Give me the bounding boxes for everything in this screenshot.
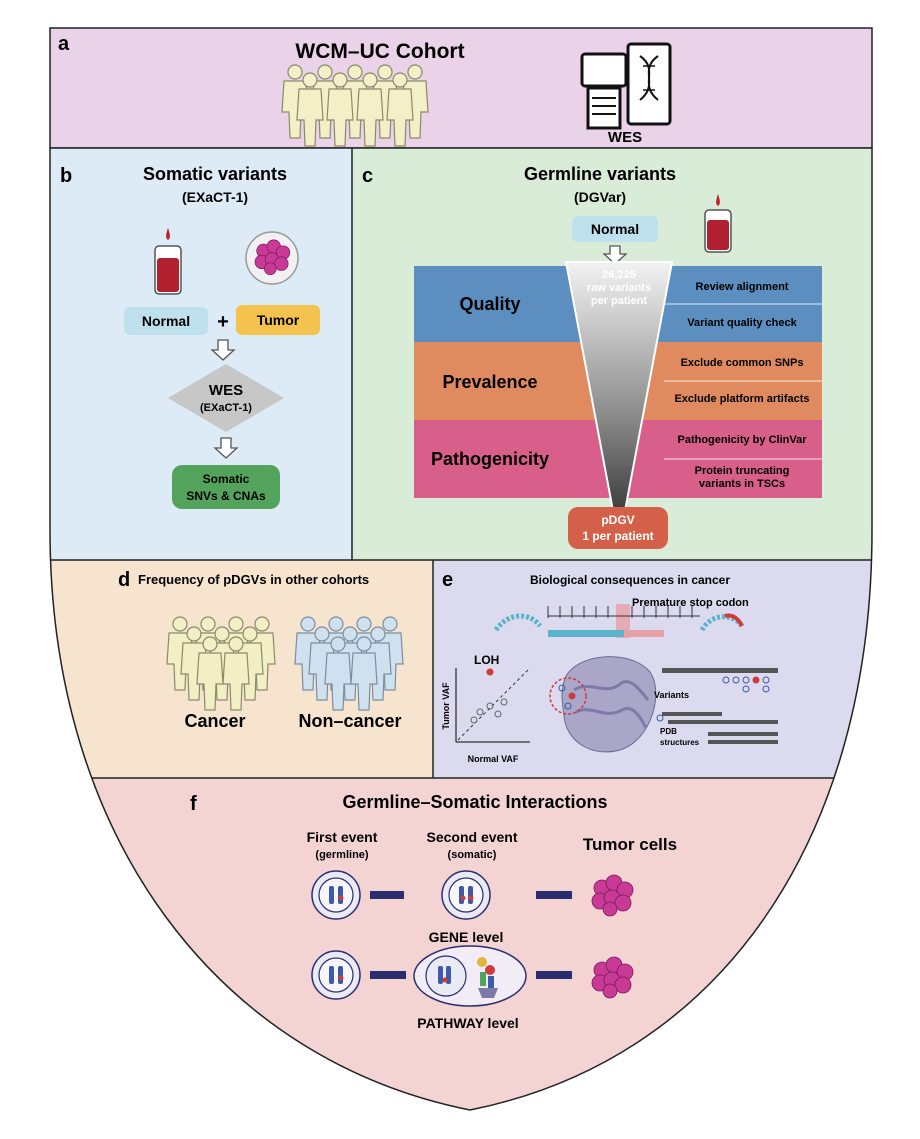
arrow-down-icon [210,339,236,361]
stop-codon-label: Premature stop codon [632,597,749,609]
panel-b-letter: b [60,165,72,187]
wes-diamond [168,364,284,432]
panel-e-background [433,560,872,778]
panel-f-letter: f [190,793,197,815]
mrna-right-icon [699,614,745,632]
panel-a: a WCM–UC Cohort WES [49,27,873,149]
germline-normal-box [572,216,658,242]
panel-c-subtitle: (DGVar) [574,189,626,205]
cancer-label: Cancer [184,711,245,731]
panel-e-letter: e [442,569,453,591]
funnel-raw-variants: raw variants [587,282,651,294]
shield-outline [49,147,873,1111]
wes-diamond-sublabel: (EXaCT-1) [200,402,252,414]
loh-point [486,668,494,676]
stage-pathogenicity-label: Pathogenicity [431,449,549,469]
panel-a-title: WCM–UC Cohort [295,40,464,63]
panel-c: c Germline variants (DGVar) Normal 26,22… [362,164,822,549]
step-review-alignment: Review alignment [696,281,789,293]
germline-cell-icon [311,950,361,1000]
stage-quality-label: Quality [459,294,520,314]
arrow-down-icon [602,245,628,265]
vaf-scatter-plot [455,668,530,743]
panel-e-title: Biological consequences in cancer [530,573,730,587]
panel-b-subtitle: (EXaCT-1) [182,189,248,205]
computer-sequencer-icon [580,42,672,130]
pdb-label: PDB [660,727,677,736]
pdgv-result-box [568,507,668,549]
panel-c-letter: c [362,165,373,187]
panel-b: b Somatic variants (EXaCT-1) Normal + Tu… [60,164,320,509]
somatic-result-box [172,465,280,509]
mrna-left-icon [493,613,543,632]
first-event-sublabel: (germline) [315,849,369,861]
protein-domain-bar [548,630,658,637]
protein-structure-icon [549,656,664,753]
arrow-right-icon [536,891,572,899]
tumor-cells-label: Tumor cells [583,835,677,854]
gene-level-label: GENE level [429,929,504,945]
panel-e: e Biological consequences in cancer Prem… [441,569,778,764]
panel-a-letter: a [58,33,70,55]
germline-cell-icon [311,870,361,920]
arrow-right-icon [370,971,406,979]
wes-label: WES [608,129,642,146]
stop-codon-highlight [616,604,630,638]
arrow-down-icon [213,437,239,459]
panel-f: f Germline–Somatic Interactions First ev… [190,792,677,1031]
somatic-result-line2: SNVs & CNAs [186,489,266,503]
panel-f-title: Germline–Somatic Interactions [342,792,607,812]
wes-diamond-label: WES [209,382,243,399]
tumor-vaf-axis-label: Tumor VAF [441,682,451,730]
second-event-label: Second event [426,829,517,845]
noncancer-label: Non–cancer [298,711,401,731]
variants-label: Variants [654,690,689,700]
plus-sign: + [217,311,229,333]
funnel-count: 26,225 [602,269,636,281]
normal-sample-label: Normal [142,313,190,329]
somatic-cell-icon [441,870,491,920]
arrow-right-icon [536,971,572,979]
panel-d-title: Frequency of pDGVs in other cohorts [138,572,369,587]
germline-normal-label: Normal [591,221,639,237]
tumor-sample-icon [245,231,299,285]
pdgv-result-line1: pDGV [601,513,634,527]
somatic-result-line1: Somatic [203,472,250,486]
pathway-level-label: PATHWAY level [417,1015,518,1031]
stage-prevalence-label: Prevalence [442,372,537,392]
normal-sample-box [124,307,208,335]
panel-a-background [49,27,873,149]
blood-tube-icon [154,228,182,295]
blood-tube-icon [704,194,732,253]
tumor-sample-box [236,305,320,335]
variant-map-icon [662,668,778,744]
second-event-sublabel: (somatic) [448,849,497,861]
normal-vaf-axis-label: Normal VAF [468,754,519,764]
panel-d-letter: d [118,569,130,591]
pdb-structures-label: structures [660,738,700,747]
step-clinvar: Pathogenicity by ClinVar [678,434,808,446]
pdgv-result-line2: 1 per patient [582,529,653,543]
first-event-label: First event [307,829,378,845]
step-exclude-snps: Exclude common SNPs [681,357,804,369]
panel-c-title: Germline variants [524,164,676,184]
transcript-track-icon [547,606,700,618]
step-exclude-artifacts: Exclude platform artifacts [674,393,809,405]
arrow-right-icon [370,891,404,899]
step-variant-quality: Variant quality check [687,317,797,329]
loh-label: LOH [474,653,499,667]
tumor-sample-label: Tumor [257,312,300,328]
funnel-per-patient: per patient [591,295,648,307]
panel-d: d Frequency of pDGVs in other cohorts Ca… [118,569,404,731]
pathway-cell-icon [413,945,527,1007]
panel-b-title: Somatic variants [143,164,287,184]
